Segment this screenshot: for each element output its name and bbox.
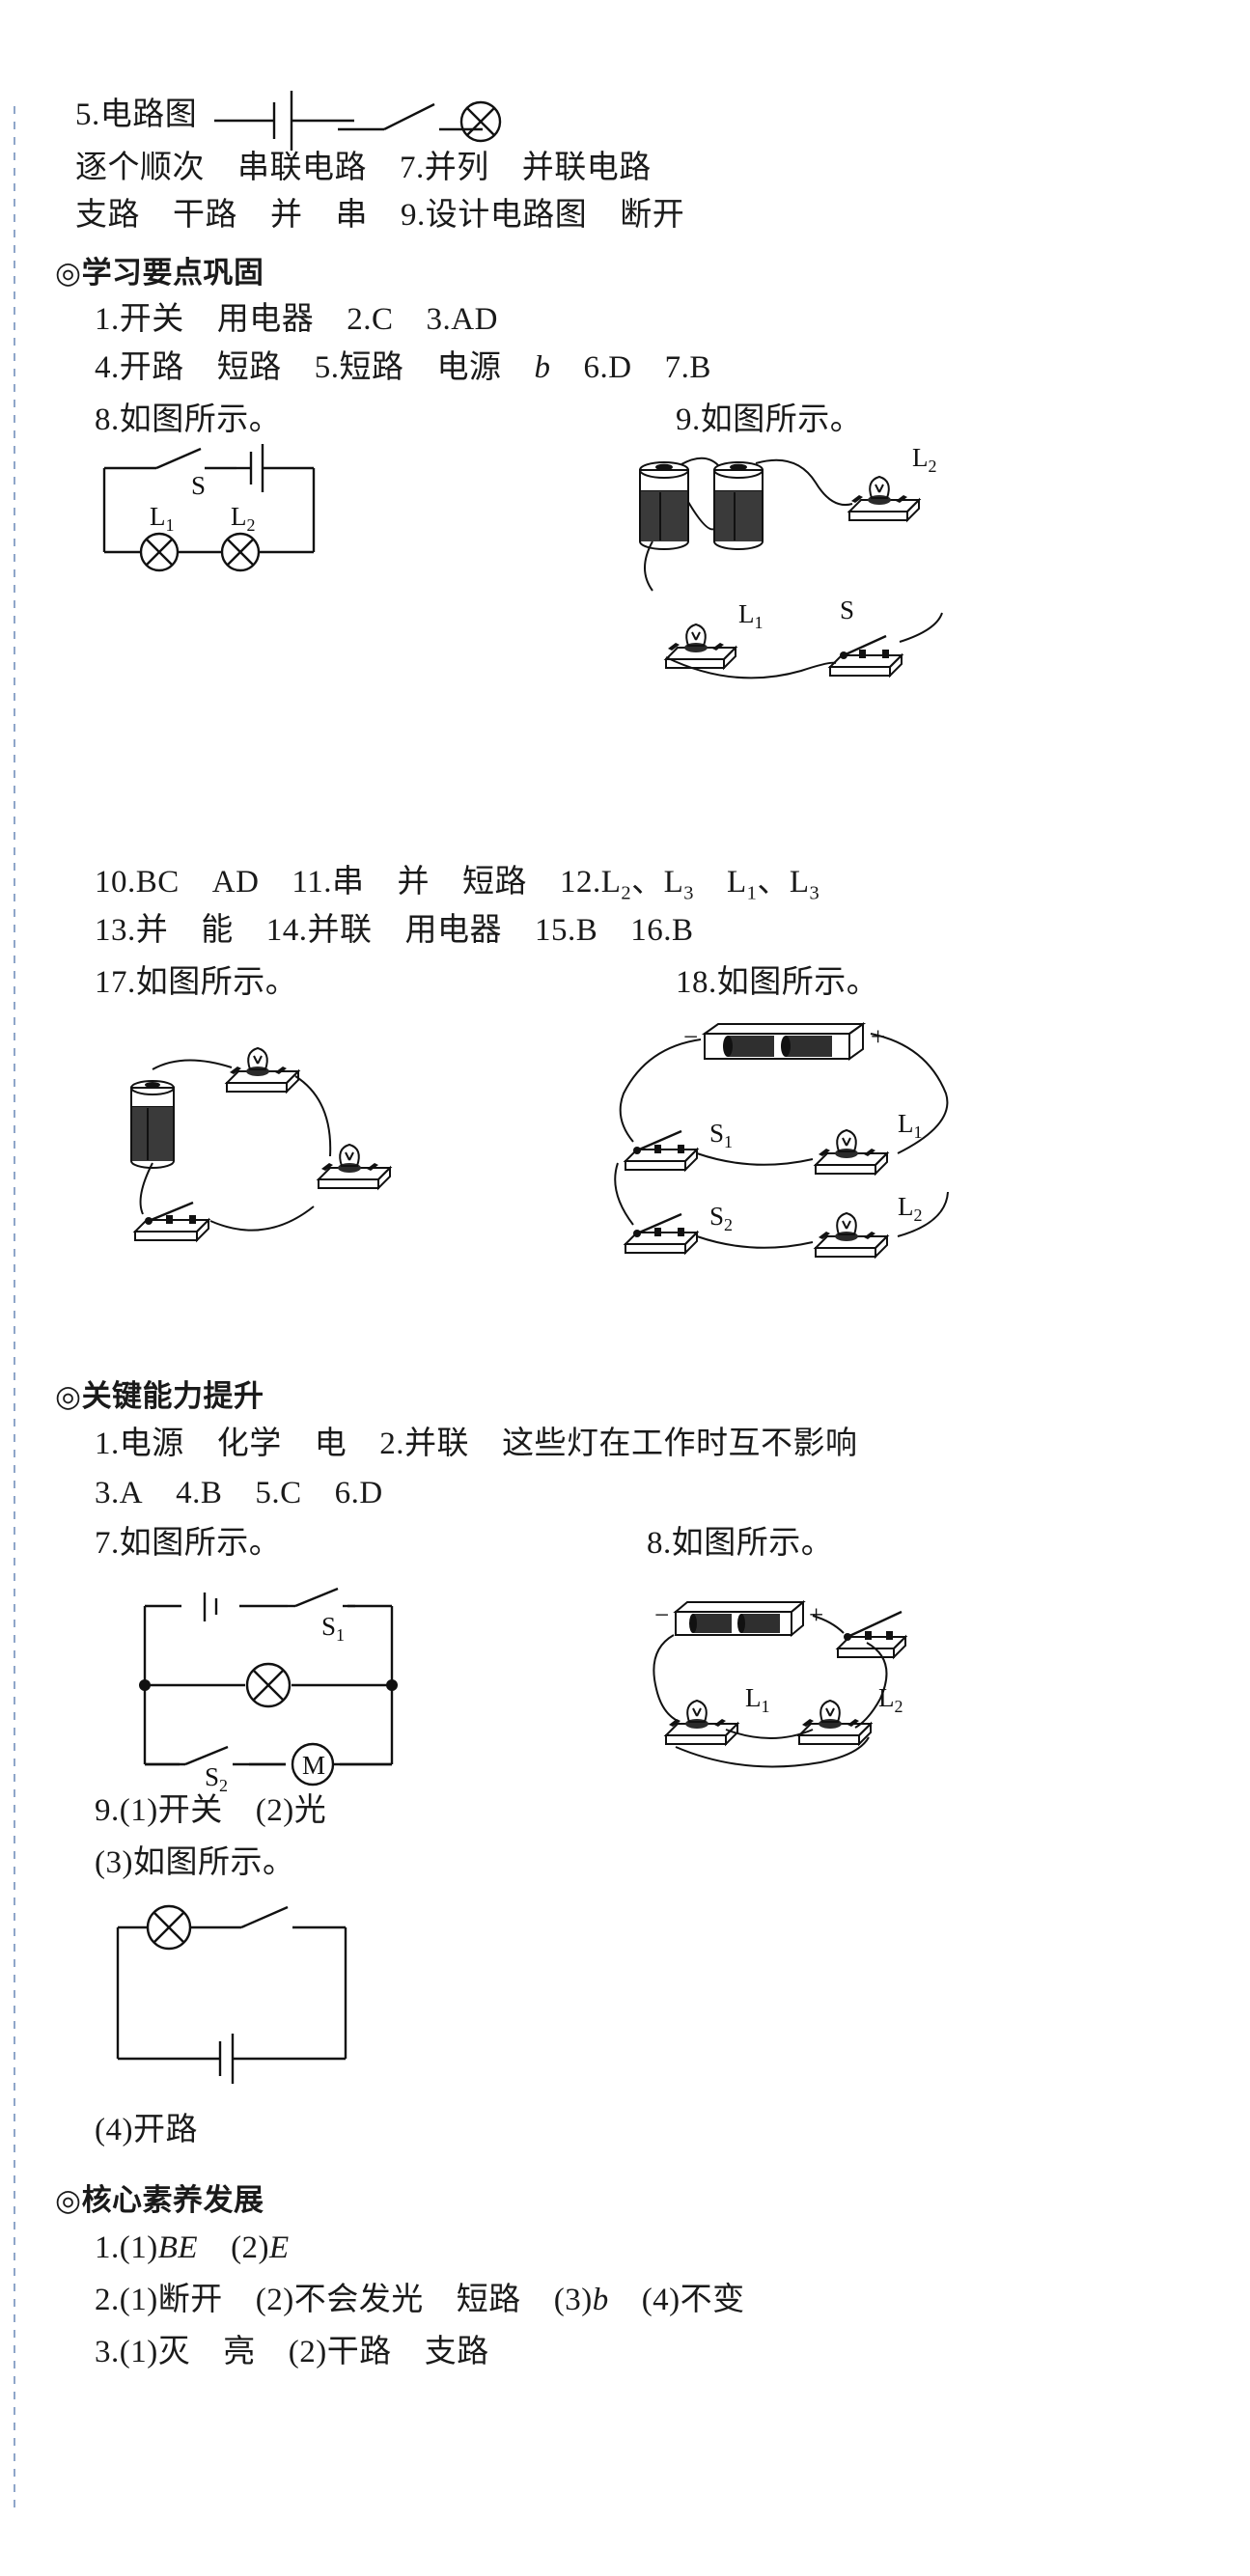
answer-line-ka-1: 1.电源 化学 电 2.并联 这些灯在工作时互不影响 bbox=[95, 1426, 858, 1461]
answer-line-kp-18: 18.如图所示。 bbox=[676, 965, 879, 1000]
answer-line-ka-9a: 9.(1)开关 (2)光 bbox=[95, 1793, 327, 1828]
figure-label-L1-2: L1 bbox=[745, 1683, 770, 1716]
binding-edge-dots bbox=[14, 106, 15, 2509]
italic-b: b bbox=[534, 350, 551, 385]
figure-label-L1: L1 bbox=[150, 502, 175, 535]
answer-line-kp-10: 10.BC AD 11.串 并 短路 12.L2、L3 L1、L3 bbox=[95, 865, 820, 904]
figure-pictorial-battery-two-switches-two-lamps-parallel: − + S1 bbox=[614, 1022, 949, 1260]
figure-label-L2: L2 bbox=[898, 1192, 923, 1225]
figure-label-L2-2: L2 bbox=[878, 1683, 903, 1716]
figure-circuit-schematic-s-l1-l2-series: S L1 L2 bbox=[102, 444, 316, 572]
answer-line-ka-9b: (3)如图所示。 bbox=[95, 1845, 295, 1880]
battery-symbol bbox=[214, 91, 354, 151]
figure-label-S1: S1 bbox=[321, 1612, 345, 1645]
answer-q5-label: 电路图 bbox=[99, 97, 198, 132]
lamp-symbol bbox=[459, 100, 502, 143]
section-heading-key-ability: ◎关键能力提升 bbox=[55, 1371, 264, 1415]
figure-pictorial-two-cells-two-lamps-switch: L2 bbox=[639, 443, 937, 592]
section-heading-key-points: ◎学习要点巩固 bbox=[55, 248, 264, 291]
answer-line-kp-13: 13.并 能 14.并联 用电器 15.B 16.B bbox=[95, 913, 694, 948]
section-marker-icon-3: ◎ bbox=[55, 2183, 82, 2218]
section-heading-core-literacy: ◎核心素养发展 bbox=[55, 2175, 264, 2219]
answer-line-kp-4: 4.开路 短路 5.短路 电源 b 6.D 7.B bbox=[95, 350, 711, 385]
figure-label-S: S bbox=[840, 596, 854, 624]
figure-9-lamp-l1-and-switch: L1 S bbox=[663, 596, 943, 679]
section-marker-icon-2: ◎ bbox=[55, 1379, 82, 1414]
figure-pictorial-cell-two-lamps-switch bbox=[130, 1046, 393, 1243]
answer-line-cl-3: 3.(1)灭 亮 (2)干路 支路 bbox=[95, 2335, 489, 2369]
figure-label-L2: L2 bbox=[231, 502, 256, 535]
figure-label-minus-2: − bbox=[654, 1600, 669, 1629]
answer-line-q8: 支路 干路 并 串 9.设计电路图 断开 bbox=[75, 198, 685, 233]
figure-label-minus: − bbox=[683, 1022, 698, 1051]
figure-pictorial-battery-switch-two-lamps-parallel: − + bbox=[653, 1599, 908, 1768]
section-title-text-2: 关键能力提升 bbox=[81, 1379, 264, 1414]
answer-line-kp-8: 8.如图所示。 bbox=[95, 402, 282, 437]
answer-line-cl-2: 2.(1)断开 (2)不会发光 短路 (3)b (4)不变 bbox=[95, 2283, 745, 2317]
switch-symbol bbox=[338, 102, 483, 131]
answer-line-cl-1: 1.(1)BE (2)E bbox=[95, 2230, 290, 2265]
section-marker-icon: ◎ bbox=[55, 256, 82, 291]
section-title-text-3: 核心素养发展 bbox=[81, 2183, 264, 2218]
answer-line-ka-3: 3.A 4.B 5.C 6.D bbox=[95, 1476, 383, 1510]
figure-label-plus: + bbox=[871, 1022, 885, 1051]
answer-q5-text: 5. bbox=[75, 97, 100, 132]
answer-line-q5: 5.电路图 bbox=[75, 99, 197, 131]
figure-label-L2: L2 bbox=[912, 443, 937, 476]
figure-label-S2: S2 bbox=[709, 1202, 733, 1234]
figure-schematic-lamp-switch-battery-loop bbox=[116, 1904, 347, 2084]
figure-label-L1: L1 bbox=[738, 599, 764, 632]
answer-line-ka-9c: (4)开路 bbox=[95, 2113, 198, 2147]
answer-line-q6: 逐个顺次 串联电路 7.并列 并联电路 bbox=[75, 151, 652, 185]
figure-label-S: S bbox=[191, 471, 206, 500]
answer-line-ka-7: 7.如图所示。 bbox=[95, 1526, 282, 1561]
figure-label-M: M bbox=[302, 1751, 325, 1780]
answer-line-kp-9: 9.如图所示。 bbox=[676, 402, 863, 437]
figure-label-S1: S1 bbox=[709, 1119, 733, 1151]
answer-line-kp-1: 1.开关 用电器 2.C 3.AD bbox=[95, 302, 498, 337]
figure-label-plus-2: + bbox=[809, 1600, 823, 1629]
answer-line-ka-8: 8.如图所示。 bbox=[647, 1526, 834, 1561]
figure-label-L1: L1 bbox=[898, 1109, 923, 1142]
section-title-text: 学习要点巩固 bbox=[81, 256, 264, 291]
answer-line-kp-17: 17.如图所示。 bbox=[95, 965, 298, 1000]
figure-schematic-parallel-lamp-motor-two-switches: S1 S2 M bbox=[139, 1587, 398, 1795]
